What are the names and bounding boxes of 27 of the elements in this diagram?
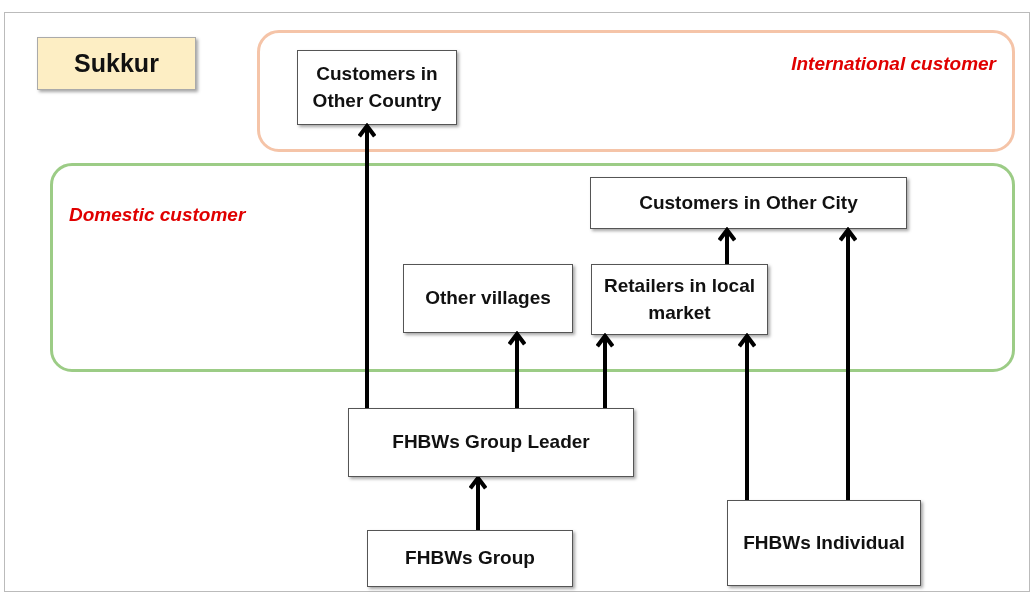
process-box <box>348 408 634 477</box>
process-box <box>727 500 921 586</box>
arrow <box>717 227 737 264</box>
box-label: Customers in Other Country <box>311 61 443 113</box>
arrow <box>737 333 757 500</box>
process-box <box>367 530 573 587</box>
arrow <box>595 333 615 408</box>
arrow <box>507 331 527 408</box>
group-label: International customer <box>791 53 996 75</box>
box-label: FHBWs Group Leader <box>391 430 591 455</box>
group-region <box>257 30 1015 152</box>
process-box <box>590 177 907 229</box>
process-box <box>297 50 457 125</box>
group-label: Domestic customer <box>69 204 246 226</box>
arrow <box>357 123 377 408</box>
process-box <box>403 264 573 333</box>
box-label: Sukkur <box>73 48 160 79</box>
group-region <box>50 163 1015 372</box>
arrow <box>468 475 488 530</box>
process-box <box>591 264 768 335</box>
title-box <box>37 37 196 90</box>
box-label: Retailers in local market <box>603 273 756 325</box>
box-label: FHBWs Group <box>404 546 536 571</box>
box-label: Customers in Other City <box>638 190 859 215</box>
arrow <box>838 227 858 500</box>
box-label: FHBWs Individual <box>742 530 906 555</box>
box-label: Other villages <box>424 286 552 311</box>
